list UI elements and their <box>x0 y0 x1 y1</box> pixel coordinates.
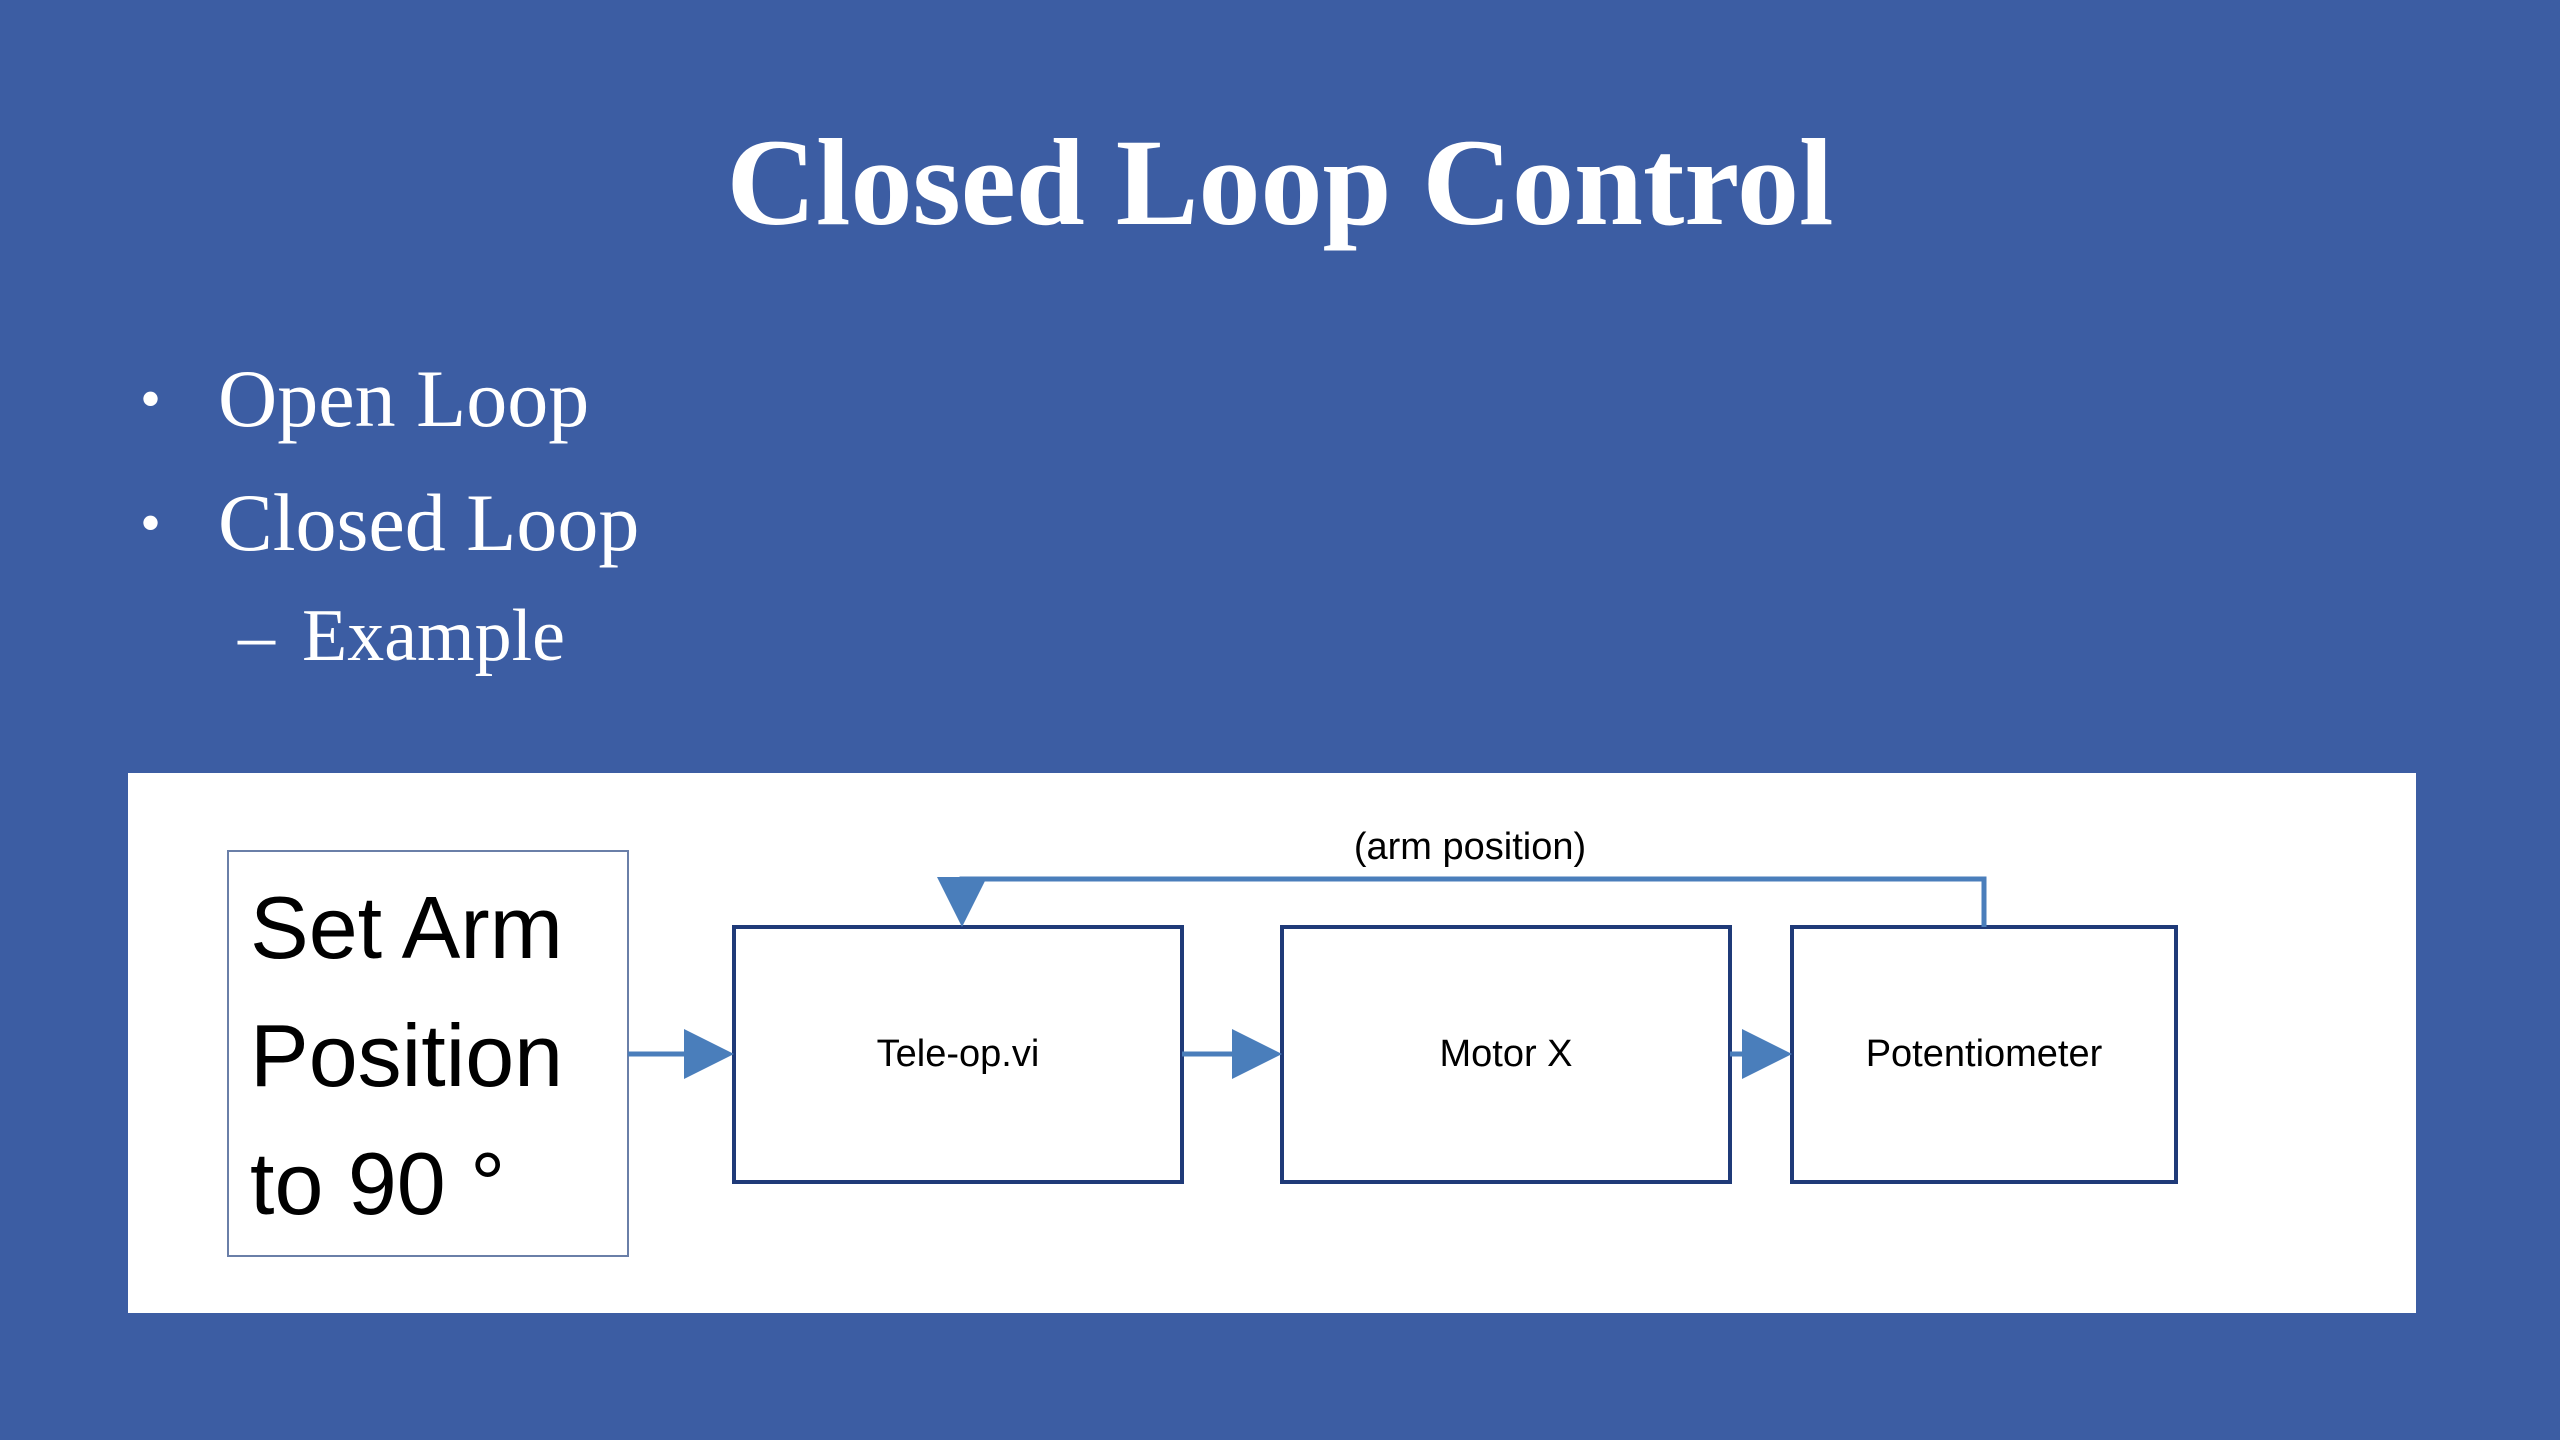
setpoint-box <box>227 850 629 1257</box>
potentiometer-label: Potentiometer <box>1866 1033 2103 1075</box>
motor-label: Motor X <box>1439 1033 1572 1075</box>
diagram-panel: Set Arm Position to 90 ° Tele-op.vi Moto… <box>128 773 2416 1313</box>
tele-op-block <box>732 925 1184 1184</box>
bullet-item-closed-loop: • Closed Loop <box>140 468 639 578</box>
sub-bullet-example: – Example <box>238 586 565 686</box>
bullet-item-open-loop: • Open Loop <box>140 344 589 454</box>
bullet-label: Closed Loop <box>218 477 640 568</box>
bullet-list: • Open Loop • Closed Loop – Example <box>140 344 639 686</box>
potentiometer-block <box>1790 925 2178 1184</box>
bullet-dot-icon: • <box>140 366 162 432</box>
bullet-label: Open Loop <box>218 353 590 444</box>
setpoint-line-3: to 90 ° <box>250 1134 505 1233</box>
setpoint-line-1: Set Arm <box>250 878 563 977</box>
feedback-arrow <box>937 876 1987 927</box>
slide-title: Closed Loop Control <box>726 114 1834 251</box>
setpoint-line-2: Position <box>250 1006 563 1105</box>
sub-bullet-label: Example <box>302 595 566 677</box>
closed-loop-diagram: Set Arm Position to 90 ° Tele-op.vi Moto… <box>227 826 2178 1257</box>
tele-op-label: Tele-op.vi <box>877 1033 1040 1075</box>
dash-icon: – <box>238 595 275 677</box>
feedback-label: (arm position) <box>1354 826 1586 868</box>
motor-block <box>1280 925 1732 1184</box>
bullet-dot-icon: • <box>140 490 162 556</box>
